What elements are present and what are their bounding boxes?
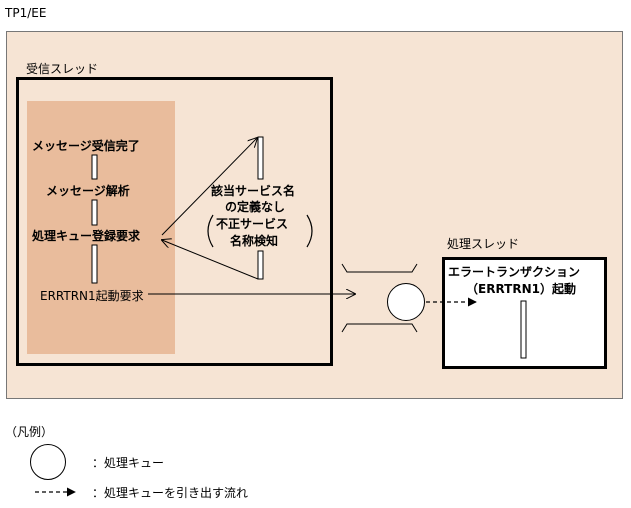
process-line1: エラートランザクション <box>448 265 581 279</box>
step-message-parse: メッセージ解析 <box>46 184 130 198</box>
receive-thread-title: 受信スレッド <box>26 62 99 76</box>
legend-title: （凡例） <box>5 425 54 439</box>
legend-queue-icon <box>30 444 66 480</box>
note-left-paren <box>207 214 214 248</box>
branch-bar-bottom <box>257 250 264 280</box>
step-errtrn1-request: ERRTRN1起動要求 <box>40 289 144 303</box>
process-thread-bar <box>520 300 527 359</box>
process-bar-2 <box>91 199 98 226</box>
step-queue-register: 処理キュー登録要求 <box>32 229 141 243</box>
process-bar-1 <box>91 154 98 180</box>
queue-bracket-bottom <box>341 323 418 333</box>
note-no-service-def: 該当サービス名 <box>211 184 296 198</box>
note-right-paren <box>306 214 313 248</box>
system-label: TP1/EE <box>5 6 47 20</box>
step-message-received: メッセージ受信完了 <box>32 139 140 153</box>
receive-thread-box <box>16 77 333 366</box>
receive-steps-area <box>27 101 175 354</box>
branch-bar-top <box>257 136 264 180</box>
queue-bracket-top <box>341 263 418 273</box>
queue-circle <box>387 283 425 321</box>
arrow-back-to-queue <box>162 240 259 280</box>
note-not-defined: の定義なし <box>225 200 286 214</box>
process-line2: （ERRTRN1）起動 <box>466 282 576 296</box>
process-thread-title: 処理スレッド <box>447 237 520 251</box>
note-name-detected: 名称検知 <box>230 234 279 248</box>
legend-queue-label: ：処理キュー <box>92 456 165 470</box>
process-bar-3 <box>91 244 98 284</box>
legend-flow-label: ：処理キューを引き出す流れ <box>92 486 249 500</box>
arrow-to-branch <box>161 138 257 236</box>
note-invalid-service: 不正サービス <box>216 217 289 231</box>
